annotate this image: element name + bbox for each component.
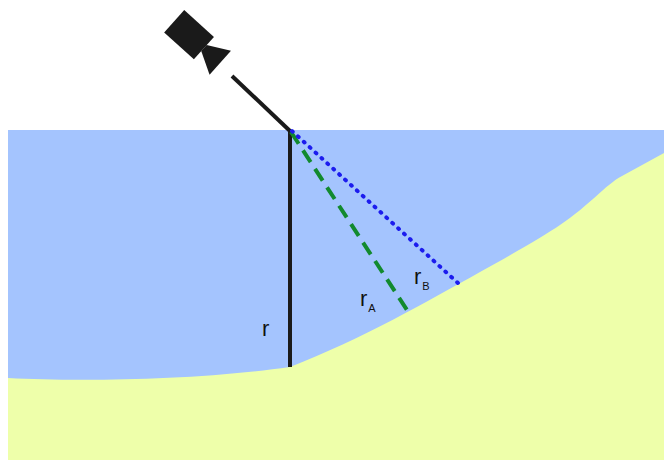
range-a — [291, 132, 407, 310]
seabed — [8, 153, 664, 460]
range-b — [292, 131, 459, 284]
range-label: r — [262, 318, 269, 340]
vertical-range — [288, 131, 292, 367]
camera-icon — [163, 9, 230, 74]
camera-pole — [232, 76, 290, 131]
range-label: rA — [360, 288, 376, 310]
range-label: rB — [414, 266, 430, 288]
